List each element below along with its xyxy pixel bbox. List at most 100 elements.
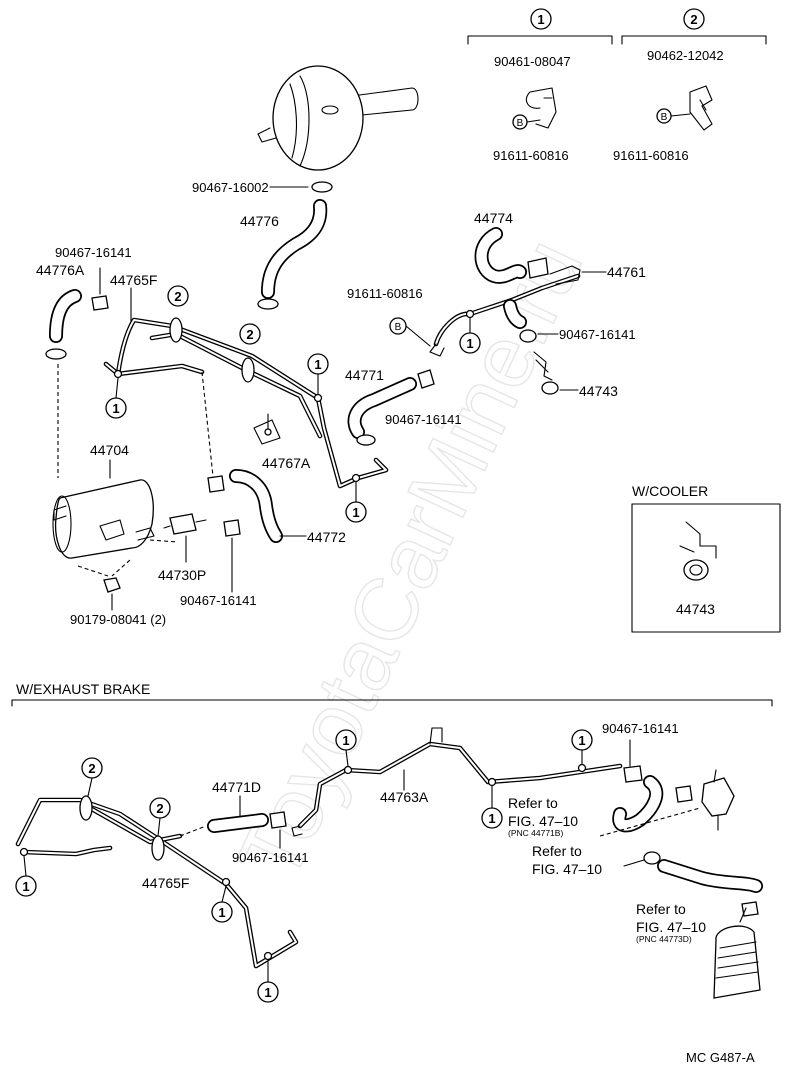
marker-1: 1 <box>459 332 481 354</box>
pipe-clamp <box>79 795 93 821</box>
reference-note: Refer to <box>508 795 558 811</box>
legend-part-label: 90461-08047 <box>494 54 571 69</box>
reference-note: Refer to <box>636 901 686 917</box>
part-label: 44776A <box>36 262 85 278</box>
legend-bolt-label: 91611-60816 <box>613 148 689 163</box>
part-label: 44767A <box>262 455 311 471</box>
hose-clamp <box>91 295 109 311</box>
charcoal-canister <box>52 479 155 559</box>
svg-text:2: 2 <box>174 289 181 304</box>
part-label: 44765F <box>110 272 157 288</box>
part-label: 44771 <box>345 367 384 383</box>
svg-text:B: B <box>395 322 402 333</box>
section-title: W/EXHAUST BRAKE <box>16 681 150 697</box>
vsv-valve <box>169 513 197 535</box>
pipe-clamp <box>169 317 183 343</box>
part-label: 44743 <box>579 383 618 399</box>
hose-clamp <box>311 181 333 193</box>
marker-2: 2 <box>81 757 103 779</box>
part-label: 44765F <box>142 875 189 891</box>
hose-clamp <box>643 851 661 865</box>
part-label: 44776 <box>240 213 279 229</box>
legend-k2: 2 90462-12042 B 91611-60816 <box>613 8 767 163</box>
svg-text:1: 1 <box>352 505 359 520</box>
part-label: 44771D <box>212 779 261 795</box>
part-label: 44704 <box>90 442 129 458</box>
hose-clamp <box>741 901 759 917</box>
svg-text:1: 1 <box>578 733 585 748</box>
check-valve <box>541 381 559 395</box>
hose-clamp <box>527 257 549 279</box>
svg-text:B: B <box>517 118 524 129</box>
marker-circle <box>530 8 552 30</box>
reference-note: FIG. 47–10 <box>508 813 578 829</box>
marker-1: 1 <box>15 875 37 897</box>
bolt <box>103 577 121 593</box>
hose-clamp <box>257 298 279 310</box>
svg-text:2: 2 <box>246 327 253 342</box>
part-label: 90467-16141 <box>232 850 309 865</box>
pipe-clamp <box>151 835 165 861</box>
marker-1: 1 <box>571 729 593 751</box>
marker-1: 1 <box>307 353 329 375</box>
exhaust-brake-actuator <box>713 907 761 999</box>
svg-text:1: 1 <box>466 336 473 351</box>
svg-text:1: 1 <box>218 905 225 920</box>
marker-2: 2 <box>149 797 171 819</box>
part-label: 44743 <box>676 601 715 617</box>
marker-1: 1 <box>335 729 357 751</box>
hose-clamp <box>207 475 225 493</box>
reference-pnc: (PNC 44771B) <box>508 828 563 838</box>
part-label: 90467-16002 <box>192 180 269 195</box>
part-label: 90467-16141 <box>602 721 679 736</box>
hose-clamp <box>356 434 376 446</box>
part-label: 90467-16141 <box>559 327 636 342</box>
legend-bolt-label: 91611-60816 <box>493 148 569 163</box>
svg-text:1: 1 <box>112 401 119 416</box>
reference-pnc: (PNC 44773D) <box>636 934 692 944</box>
reference-note: FIG. 47–10 <box>636 919 706 935</box>
check-valve <box>683 559 709 581</box>
marker-circle <box>683 8 705 30</box>
part-label: 44763A <box>380 789 429 805</box>
part-label: 44730P <box>158 567 206 583</box>
marker-1: 1 <box>257 981 279 1003</box>
svg-text:1: 1 <box>264 985 271 1000</box>
svg-text:2: 2 <box>88 761 95 776</box>
marker-1: 1 <box>481 807 503 829</box>
brake-booster <box>257 65 419 171</box>
marker-1: 1 <box>211 901 233 923</box>
cooler-inset: W/COOLER 44743 <box>631 483 781 633</box>
marker-2: 2 <box>167 285 189 307</box>
hose-clamp <box>675 785 693 803</box>
part-label: 90467-16141 <box>55 245 132 260</box>
svg-text:1: 1 <box>488 811 495 826</box>
part-label: 91611-60816 <box>347 286 423 301</box>
hose-clamp <box>223 519 241 537</box>
pipe-clamp <box>241 357 255 383</box>
hose-clamp <box>417 369 435 389</box>
svg-text:2: 2 <box>690 12 697 27</box>
part-label: 90467-16141 <box>385 412 462 427</box>
reference-note: FIG. 47–10 <box>532 861 602 877</box>
legend-k1: 1 90461-08047 B 91611-60816 <box>467 8 613 163</box>
hose-clamp <box>519 329 537 343</box>
svg-text:2: 2 <box>156 801 163 816</box>
figure-code: MC G487-A <box>686 1050 755 1065</box>
part-label: 44761 <box>607 264 646 280</box>
marker-1: 1 <box>105 397 127 419</box>
hose-clamp <box>623 765 643 783</box>
part-label: 44774 <box>474 210 513 226</box>
svg-text:B: B <box>661 112 668 123</box>
hose-clamp <box>45 348 67 360</box>
part-label: 90467-16141 <box>180 593 257 608</box>
marker-2: 2 <box>239 323 261 345</box>
reference-note: Refer to <box>532 843 582 859</box>
svg-text:1: 1 <box>314 357 321 372</box>
svg-text:1: 1 <box>22 879 29 894</box>
svg-text:1: 1 <box>342 733 349 748</box>
exhaust-brake-valve <box>701 769 735 831</box>
part-label: 90179-08041 (2) <box>70 612 166 627</box>
part-label: 44772 <box>307 529 346 545</box>
